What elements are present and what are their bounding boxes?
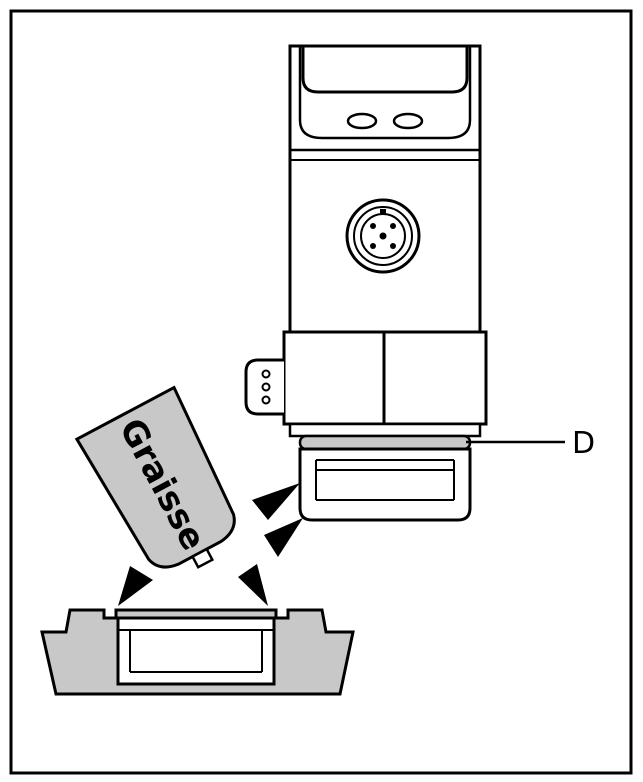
button-left-icon [346,112,378,130]
tube-nozzle [190,547,215,569]
seal-ring [298,434,472,451]
m12-connector-icon [345,198,421,274]
arrow-marker-icon [238,564,268,606]
button-right-icon [392,112,424,130]
thread-body [298,447,472,522]
sensor-housing [288,44,482,338]
grease-tube: Graisse [74,385,236,569]
arrow-marker-icon [118,566,153,606]
tab-hole-icon [261,382,271,392]
process-adapter [40,608,355,696]
tab-hole-icon [261,369,271,379]
pressure-sensor [244,44,488,522]
grease-tube-body [74,385,236,569]
arrow-marker-icon [252,483,300,520]
display-window [301,46,469,94]
adapter-bore [116,616,276,686]
tab-hole-icon [261,395,271,405]
display-bezel [298,46,472,140]
nut-collar [288,422,482,438]
side-tab [244,358,284,416]
arrow-marker-icon [264,518,303,557]
callout-label: D [572,426,595,461]
